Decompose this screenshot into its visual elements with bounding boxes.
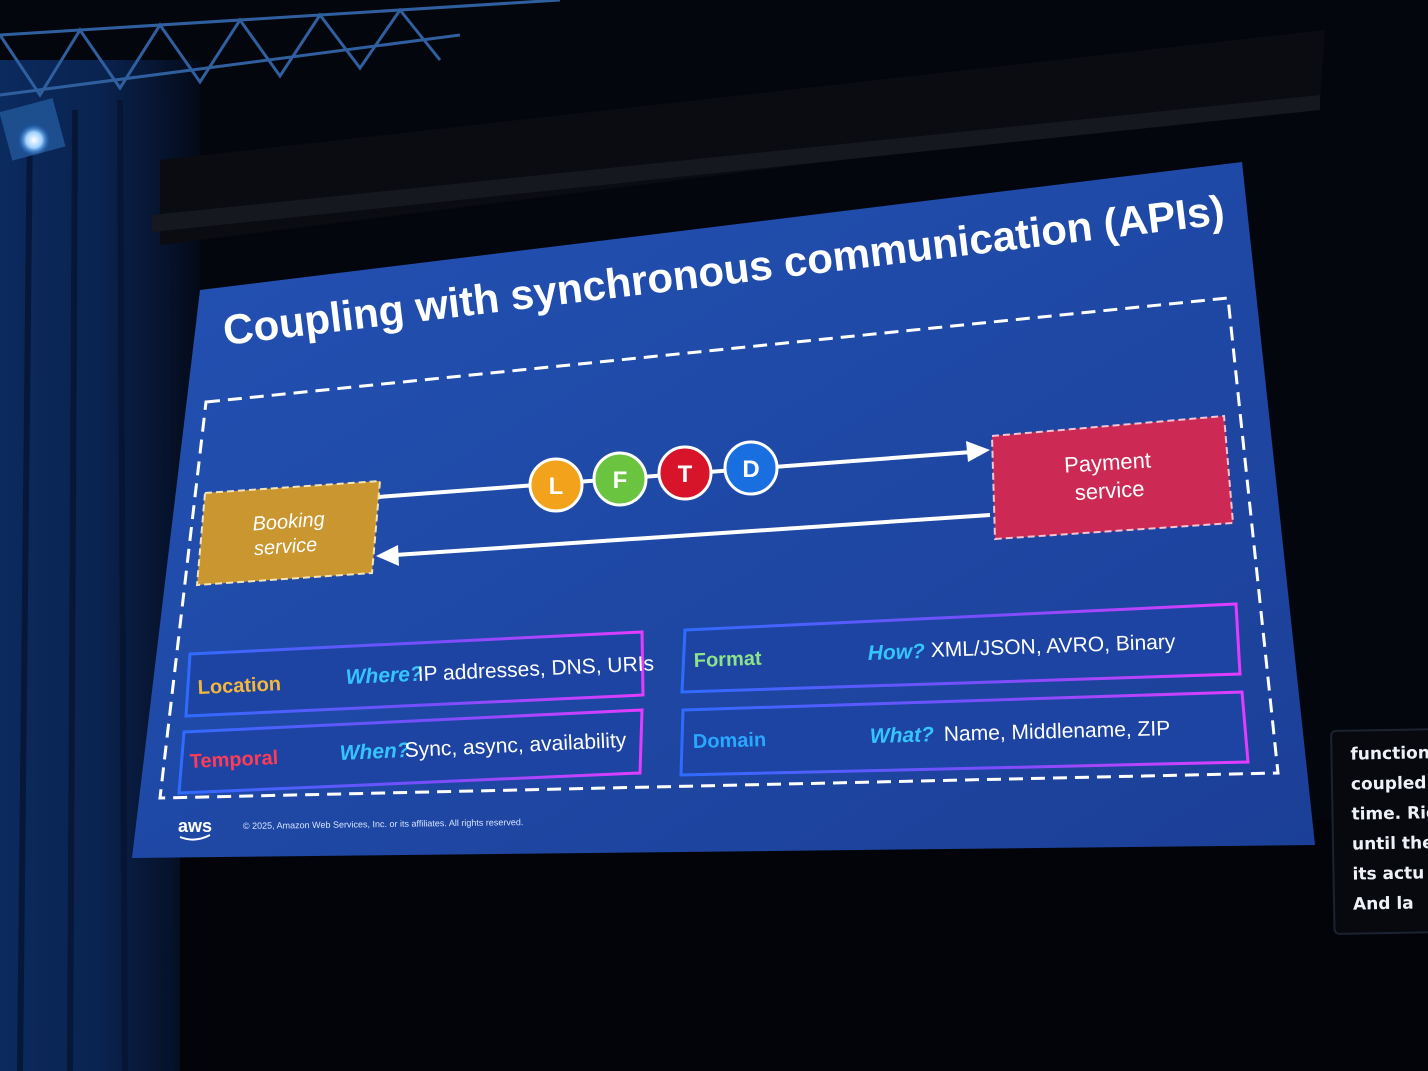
payment-label-line2: service (1074, 476, 1145, 505)
booking-label-line2: service (253, 534, 318, 560)
caption-line: until the (1351, 833, 1428, 855)
caption-panel: functiona coupled time. Rig until the it… (1330, 727, 1428, 935)
badge-location: L (528, 457, 584, 513)
payment-label-line1: Payment (1063, 447, 1151, 477)
caption-line: its actu (1352, 863, 1425, 885)
format-question: How? (867, 640, 925, 665)
copyright-text: © 2025, Amazon Web Services, Inc. or its… (243, 817, 524, 831)
location-label: Location (197, 673, 281, 699)
temporal-label: Temporal (189, 747, 278, 773)
caption-line: coupled (1350, 773, 1427, 795)
badge-f-text: F (613, 467, 628, 494)
location-card (184, 630, 645, 718)
badge-format: F (592, 451, 648, 507)
payment-service-box (990, 414, 1235, 541)
response-arrow-line (394, 513, 991, 557)
booking-service-box (195, 479, 382, 587)
lighting-truss (0, 0, 561, 98)
badge-temporal: T (657, 445, 713, 501)
badge-l-text: L (549, 473, 564, 500)
boundary-dashed (158, 296, 1280, 800)
temporal-question: When? (339, 739, 410, 765)
caption-line: And la (1352, 893, 1414, 915)
badge-t-text: T (678, 461, 693, 488)
badge-d-text: D (742, 456, 759, 483)
domain-question: What? (870, 723, 935, 748)
location-question: Where? (345, 663, 423, 689)
caption-line: functiona (1350, 743, 1428, 765)
badge-domain: D (723, 440, 779, 496)
domain-card (679, 690, 1250, 777)
booking-label-line1: Booking (252, 509, 326, 536)
request-arrowhead (966, 441, 990, 462)
temporal-card (177, 708, 644, 795)
domain-label: Domain (693, 729, 767, 753)
aws-logo: aws (178, 816, 212, 836)
format-label: Format (693, 648, 762, 672)
format-card (680, 602, 1242, 694)
caption-line: time. Rig (1351, 803, 1428, 825)
response-arrowhead (376, 545, 399, 566)
spotlight-lens (18, 124, 50, 156)
aws-smile (179, 834, 211, 841)
